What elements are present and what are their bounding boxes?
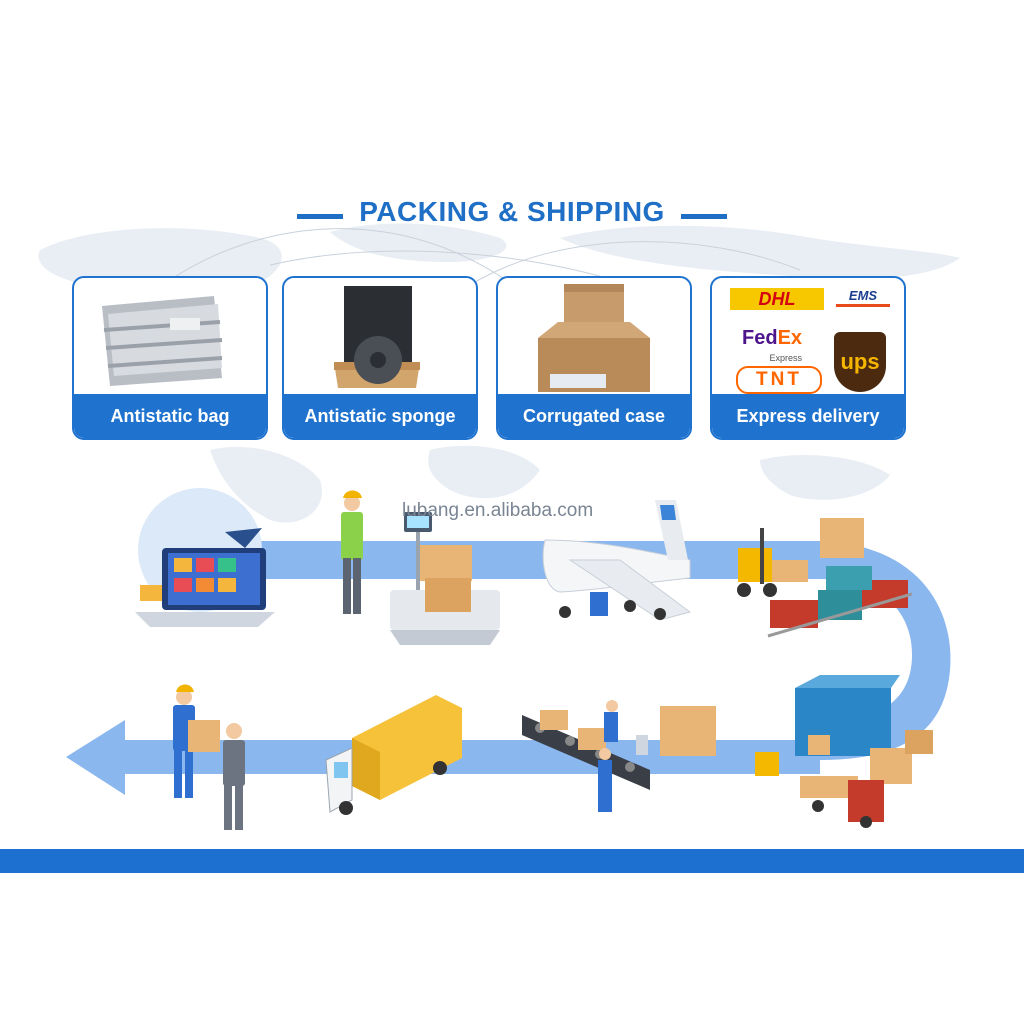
tnt-logo: TNT	[736, 366, 822, 394]
top-flow-band	[250, 541, 820, 579]
delivery-truck-illustration	[325, 695, 462, 815]
dhl-logo: DHL	[730, 288, 824, 310]
package-handover-illustration	[173, 684, 245, 830]
right-curve-band	[820, 541, 951, 760]
title-left-dash	[296, 214, 343, 220]
card-antistatic-bag: Antistatic bag	[72, 276, 268, 440]
ems-logo: EMS	[836, 288, 890, 307]
title-text: PACKING & SHIPPING	[359, 196, 665, 227]
fedex-logo: FedEx Express	[742, 328, 802, 368]
left-arrow-head	[66, 720, 125, 795]
card-express-delivery: DHL EMS FedEx Express TNT ups Express de…	[710, 276, 906, 440]
section-title: PACKING & SHIPPING	[0, 196, 1024, 228]
conveyor-packing-illustration	[522, 700, 716, 812]
card-corrugated-case: Corrugated case	[496, 276, 692, 440]
card-label: Corrugated case	[498, 394, 690, 438]
fedex-sub-text: Express	[769, 353, 803, 363]
forklift-train-illustration	[737, 518, 913, 638]
title-right-dash	[681, 214, 728, 220]
card-antistatic-sponge: Antistatic sponge	[282, 276, 478, 440]
fedex-ex-text: Ex	[777, 327, 803, 349]
cargo-airplane-illustration	[542, 500, 692, 621]
fedex-fed-text: Fed	[742, 327, 778, 349]
shipping-container-illustration	[755, 675, 933, 828]
site-watermark: lubang.en.alibaba.com	[402, 500, 594, 521]
map-connection-lines	[169, 228, 801, 291]
bottom-blue-band	[0, 849, 1024, 873]
card-label: Express delivery	[712, 394, 904, 438]
ups-logo: ups	[834, 332, 886, 392]
worker-weighing-illustration	[341, 490, 500, 645]
laptop-ordering-illustration	[135, 488, 275, 627]
corrugated-case-photo-icon	[538, 284, 650, 392]
antistatic-bag-photo-icon	[102, 296, 223, 386]
antistatic-sponge-photo-icon	[334, 286, 420, 388]
card-label: Antistatic bag	[74, 394, 266, 438]
card-label: Antistatic sponge	[284, 394, 476, 438]
